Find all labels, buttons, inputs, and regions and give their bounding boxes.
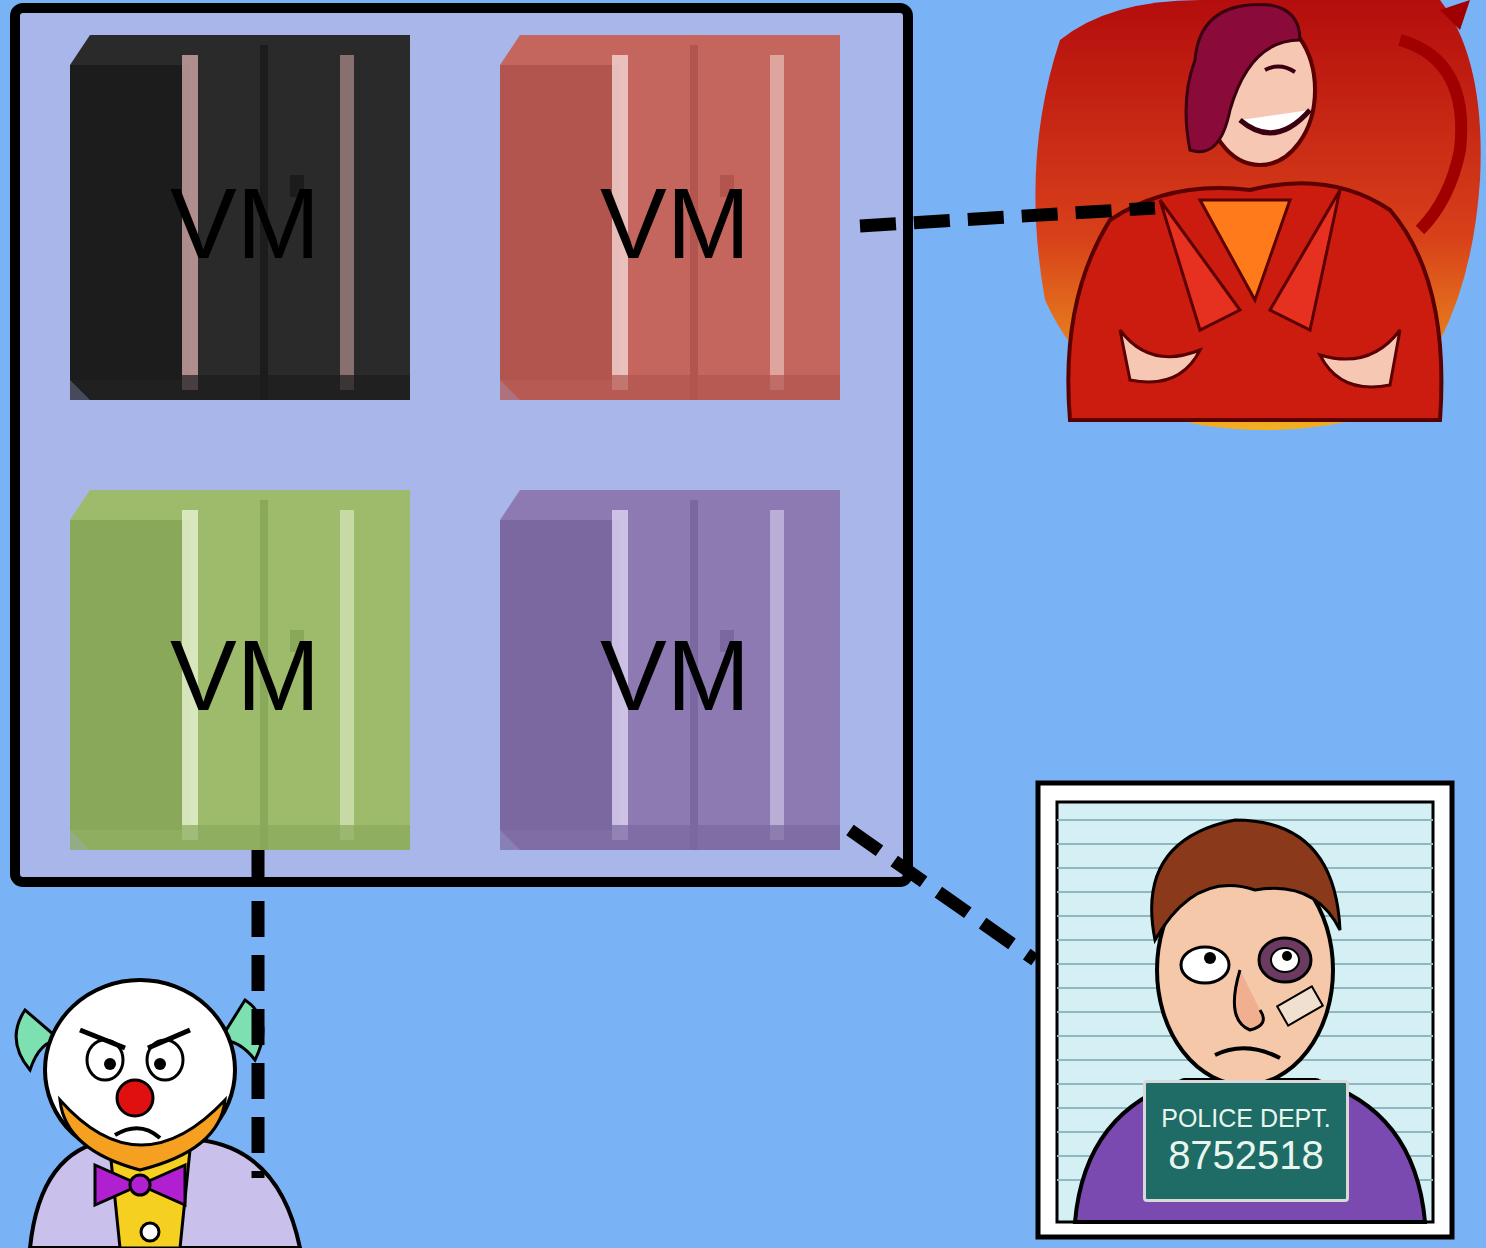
mugshot-box: POLICE DEPT.8752518 [1035,780,1455,1240]
vm-box: VM [500,25,850,420]
host-box [15,8,908,882]
vm-label: VM [170,625,320,725]
booking-number: 8752518 [1168,1133,1324,1177]
vm-label: VM [600,625,750,725]
police-sign: POLICE DEPT.8752518 [1143,1080,1349,1202]
link-line [252,793,265,1178]
sign-heading: POLICE DEPT. [1161,1105,1331,1133]
link-line [850,830,1035,960]
link-line [860,208,1155,226]
vm-box: VM [70,480,420,870]
vm-box: VM [70,25,420,420]
vm-label: VM [170,173,320,273]
vm-label: VM [600,173,750,273]
vm-box: VM [500,480,850,870]
